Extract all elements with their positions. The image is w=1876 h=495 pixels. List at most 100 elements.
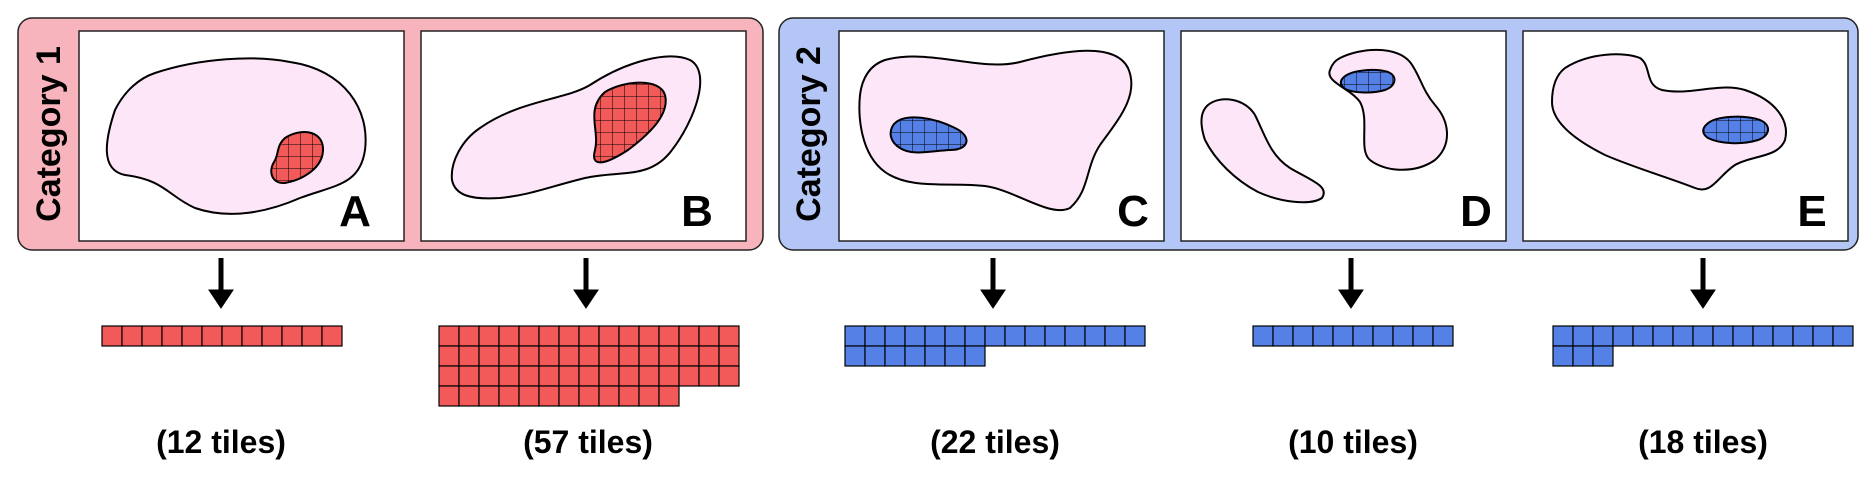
tile <box>1552 345 1574 367</box>
panel-e: E <box>1522 30 1849 242</box>
tile <box>618 345 640 367</box>
category-1-label: Category 1 <box>30 46 68 222</box>
tile-strip-a <box>101 325 343 347</box>
tile <box>558 345 580 367</box>
tile <box>678 325 700 347</box>
tile <box>618 365 640 387</box>
tile <box>1632 325 1654 347</box>
tile <box>638 385 660 407</box>
tile <box>1732 325 1754 347</box>
tile <box>1024 325 1046 347</box>
tile <box>1352 325 1374 347</box>
panel-letter-e: E <box>1797 187 1826 236</box>
tile <box>864 345 886 367</box>
tile <box>598 345 620 367</box>
tile-strips <box>101 325 1854 407</box>
tissue-shape <box>1550 53 1787 191</box>
tile <box>658 385 680 407</box>
tile <box>241 325 263 347</box>
tile <box>1792 325 1814 347</box>
tile <box>478 345 500 367</box>
tile-count-a: (12 tiles) <box>156 424 286 460</box>
tile <box>1572 345 1594 367</box>
tile <box>458 385 480 407</box>
tile <box>498 345 520 367</box>
tile <box>518 365 540 387</box>
tile <box>1552 325 1574 347</box>
tumor-region <box>1339 69 1396 94</box>
tile <box>598 325 620 347</box>
tile <box>658 345 680 367</box>
tile <box>1392 325 1414 347</box>
tile <box>141 325 163 347</box>
panel-b: B <box>420 30 747 242</box>
tile <box>658 365 680 387</box>
tile <box>438 345 460 367</box>
tile <box>964 345 986 367</box>
tile <box>638 325 660 347</box>
panel-letter-d: D <box>1460 187 1492 236</box>
tile-count-b: (57 tiles) <box>523 424 653 460</box>
tile-count-e: (18 tiles) <box>1638 424 1768 460</box>
tile <box>578 365 600 387</box>
tile <box>924 345 946 367</box>
tile <box>1312 325 1334 347</box>
tile <box>321 325 343 347</box>
tile <box>844 345 866 367</box>
tile <box>904 325 926 347</box>
tile <box>578 385 600 407</box>
tumor-region <box>1702 115 1769 145</box>
tile <box>498 325 520 347</box>
arrow-down-icon <box>1338 258 1364 309</box>
tile <box>1252 325 1274 347</box>
tile <box>498 365 520 387</box>
tile <box>161 325 183 347</box>
tile <box>884 345 906 367</box>
tile <box>538 345 560 367</box>
tile <box>438 365 460 387</box>
tissue-shape <box>1200 98 1325 204</box>
panel-a: A <box>78 30 405 242</box>
tile <box>864 325 886 347</box>
tile <box>1104 325 1126 347</box>
tumor-region <box>593 81 667 164</box>
tile <box>1772 325 1794 347</box>
tile-count-d: (10 tiles) <box>1288 424 1418 460</box>
tile <box>478 385 500 407</box>
tile <box>1412 325 1434 347</box>
panel-d: D <box>1180 30 1507 242</box>
tile <box>458 325 480 347</box>
tile <box>101 325 123 347</box>
tile <box>538 325 560 347</box>
tile <box>1812 325 1834 347</box>
tile <box>698 345 720 367</box>
tile <box>1292 325 1314 347</box>
tile <box>1084 325 1106 347</box>
tile <box>638 365 660 387</box>
tile <box>1592 345 1614 367</box>
tile <box>698 325 720 347</box>
tile-strip-d <box>1252 325 1454 347</box>
tile <box>1432 325 1454 347</box>
tile <box>718 365 740 387</box>
arrow-down-icon <box>980 258 1006 309</box>
tile <box>844 325 866 347</box>
tile-counts: (12 tiles) (57 tiles) (22 tiles) (10 til… <box>156 424 1768 460</box>
tile <box>1592 325 1614 347</box>
category-2-label: Category 2 <box>790 46 828 222</box>
tile <box>884 325 906 347</box>
panel-letter-b: B <box>681 187 713 236</box>
tile <box>518 385 540 407</box>
arrows <box>208 258 1716 309</box>
tile <box>261 325 283 347</box>
tile <box>458 345 480 367</box>
arrow-down-icon <box>208 258 234 309</box>
tile <box>438 325 460 347</box>
tile <box>1672 325 1694 347</box>
panel-letter-c: C <box>1117 187 1149 236</box>
tile <box>964 325 986 347</box>
tile-strip-e <box>1552 325 1854 367</box>
tile <box>1712 325 1734 347</box>
tile <box>478 365 500 387</box>
tile <box>944 345 966 367</box>
